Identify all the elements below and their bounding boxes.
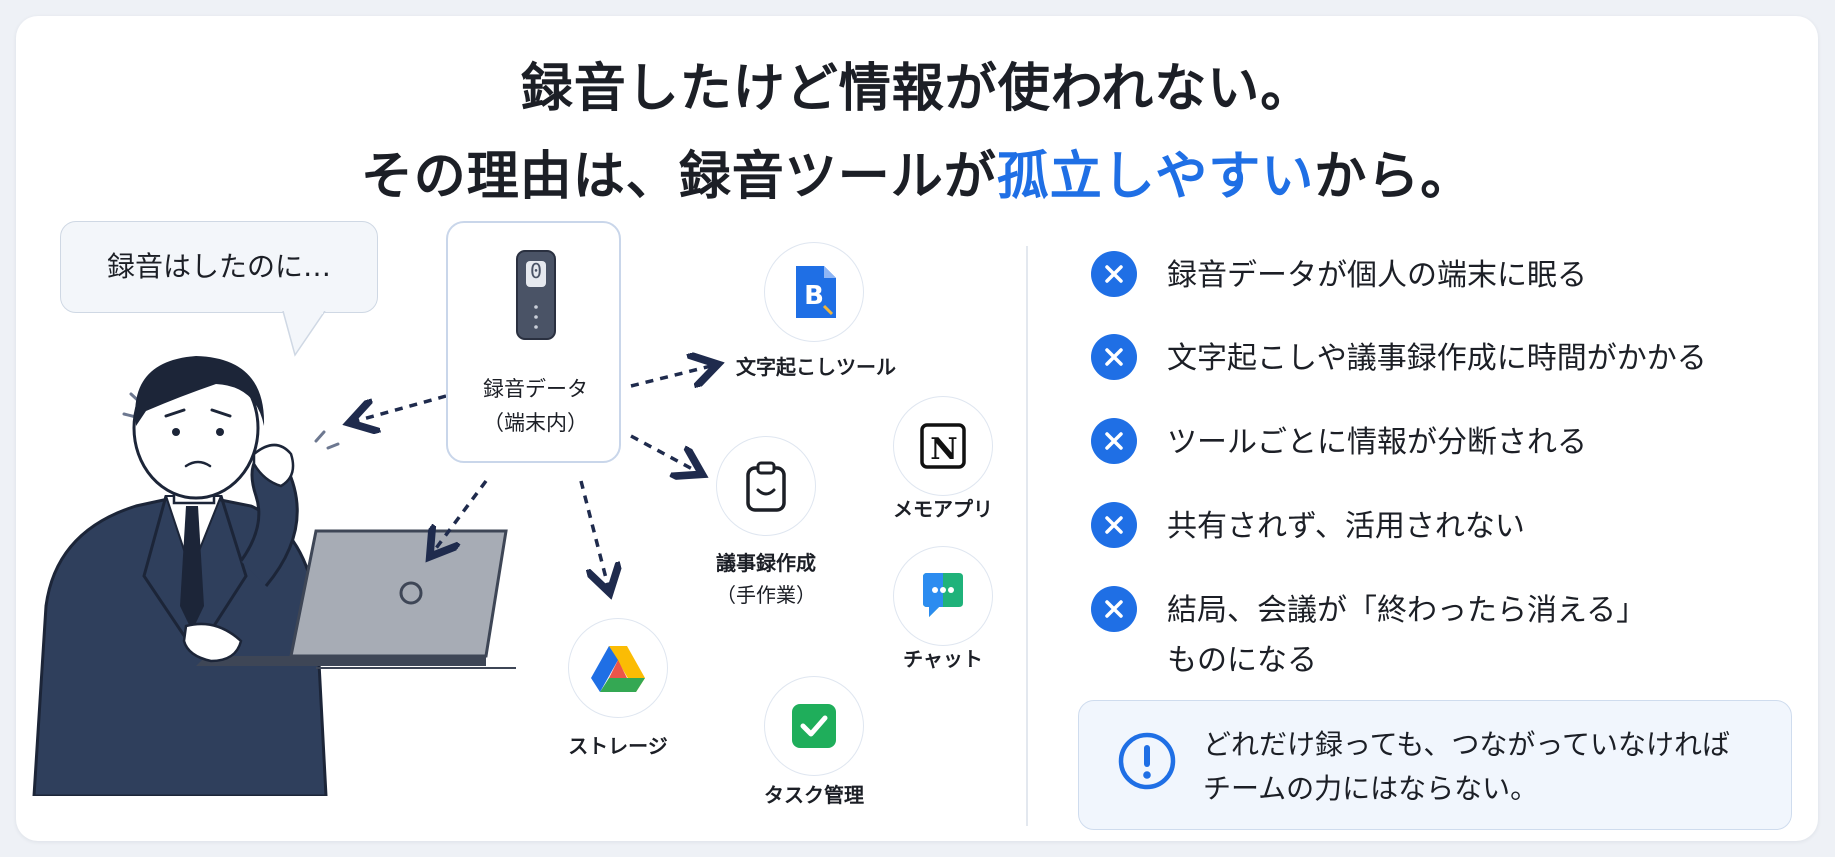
chat-node: [893, 546, 993, 646]
arrow-to-storage: [579, 480, 608, 586]
exclamation-icon: [1118, 732, 1176, 790]
drive-icon: [591, 646, 645, 692]
worried-person-illustration: [32, 356, 516, 796]
svg-text:N: N: [930, 432, 957, 467]
issue-text: 結局、会議が「終わったら消える」: [1167, 593, 1647, 628]
memo-app-node: N: [893, 396, 993, 496]
headline-accent: 孤立しやすい: [996, 147, 1315, 207]
speech-bubble-tail: [282, 311, 326, 357]
infographic-card: 録音したけど情報が使われない。 その理由は、録音ツールが孤立しやすいから。 録音…: [16, 16, 1818, 841]
x-mark-icon: [1091, 334, 1137, 380]
flow-arrows: [16, 16, 1016, 841]
speech-bubble: 録音はしたのに…: [60, 221, 378, 313]
conclusion-text: どれだけ録っても、つながっていなければ チームの力にはならない。: [1203, 723, 1730, 811]
task-management-label: タスク管理: [764, 783, 864, 807]
minutes-label: 議事録作成: [716, 551, 816, 575]
headline-line2-suffix: から。: [1314, 147, 1474, 207]
recording-data-sublabel: （端末内）: [483, 411, 588, 435]
recorder-display: 0: [529, 259, 543, 283]
issue-item: 共有されず、活用されない: [1091, 502, 1525, 554]
arrow-to-laptop: [434, 479, 488, 551]
recording-data-box: 0 録音データ （端末内）: [446, 221, 621, 463]
headline-line2-prefix: その理由は、録音ツールが: [360, 147, 997, 207]
conclusion-box: どれだけ録っても、つながっていなければ チームの力にはならない。: [1078, 700, 1792, 830]
minutes-sublabel: （手作業）: [716, 583, 816, 607]
x-mark-icon: [1091, 502, 1137, 548]
minutes-node: [716, 436, 816, 536]
transcription-tool-node: B: [764, 242, 864, 342]
issue-item: 文字起こしや議事録作成に時間がかかる: [1091, 334, 1707, 386]
arrow-to-person: [356, 394, 447, 421]
arrow-to-minutes: [630, 434, 696, 471]
x-mark-icon: [1091, 418, 1137, 464]
check-icon: [792, 704, 836, 748]
issue-text: 共有されず、活用されない: [1167, 509, 1525, 544]
column-divider: [1026, 246, 1028, 826]
issue-item: ツールごとに情報が分断される: [1091, 418, 1587, 470]
conclusion-line2: チームの力にはならない。: [1203, 772, 1539, 805]
issue-text: ツールごとに情報が分断される: [1167, 425, 1587, 460]
conclusion-line1: どれだけ録っても、つながっていなければ: [1203, 728, 1730, 761]
issue-text: 録音データが個人の端末に眠る: [1167, 258, 1587, 293]
chat-label: チャット: [903, 647, 983, 671]
transcription-tool-label: 文字起こしツール: [736, 355, 896, 379]
recorder-device-icon: [516, 250, 556, 340]
x-mark-icon: [1091, 251, 1137, 297]
task-management-node: [764, 676, 864, 776]
storage-label: ストレージ: [568, 734, 668, 758]
clipboard-icon: [746, 461, 786, 512]
notion-icon: N: [920, 423, 966, 469]
issue-text: 文字起こしや議事録作成に時間がかかる: [1167, 341, 1707, 376]
headline-line1: 録音したけど情報が使われない。: [520, 59, 1314, 119]
arrow-to-transcription: [630, 366, 711, 386]
x-mark-icon: [1091, 586, 1137, 632]
document-b-icon: B: [796, 266, 836, 318]
svg-text:B: B: [804, 281, 824, 311]
issue-item: 結局、会議が「終わったら消える」 ものになる: [1091, 586, 1646, 686]
issue-item: 録音データが個人の端末に眠る: [1091, 251, 1587, 303]
headline-line2: その理由は、録音ツールが孤立しやすいから。: [16, 134, 1818, 209]
memo-app-label: メモアプリ: [893, 497, 993, 521]
chat-icon: [923, 573, 963, 617]
recording-data-label: 録音データ: [483, 377, 588, 401]
storage-node: [568, 618, 668, 718]
issue-text-continued: ものになる: [1167, 643, 1317, 678]
